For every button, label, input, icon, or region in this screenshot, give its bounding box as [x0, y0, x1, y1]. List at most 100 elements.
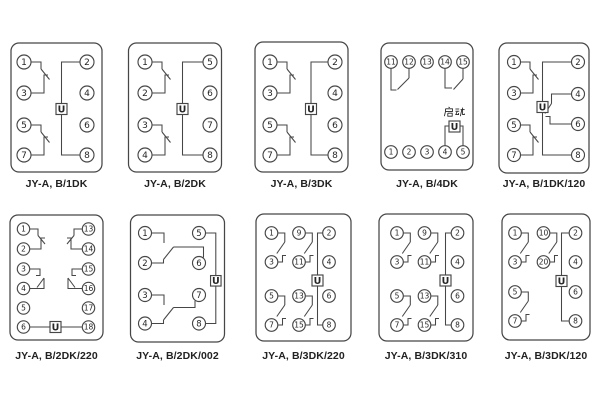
terminal-number: 4 — [142, 320, 147, 330]
wire — [550, 93, 572, 104]
wire — [444, 232, 452, 275]
coil-label: U — [558, 276, 566, 287]
wire — [430, 295, 439, 305]
terminal-circle — [137, 287, 153, 303]
terminal-number: 17 — [84, 304, 94, 313]
wire — [60, 114, 80, 156]
terminal-circle — [262, 147, 278, 163]
terminal-circle — [506, 147, 522, 163]
wire — [541, 61, 572, 102]
wire — [277, 232, 286, 242]
coil-box — [176, 102, 189, 116]
terminal-circle — [327, 147, 343, 163]
terminal-number: 11 — [420, 258, 430, 267]
terminal-number: 4 — [573, 258, 578, 267]
terminal-number: 1 — [269, 229, 274, 238]
terminal-circle — [417, 289, 432, 303]
terminal-circle — [202, 54, 218, 70]
terminal-number: 5 — [21, 121, 27, 131]
coil-label: U — [179, 104, 187, 115]
wire — [521, 291, 529, 301]
terminal-circle — [137, 147, 153, 163]
terminal-circle — [438, 55, 452, 69]
terminal-circle — [456, 145, 470, 159]
terminal-circle — [137, 85, 153, 101]
wire — [277, 124, 288, 132]
wire — [152, 136, 169, 156]
terminal-number: 13 — [420, 292, 430, 301]
wire — [151, 294, 165, 305]
wire — [397, 77, 410, 90]
terminal-circle — [450, 226, 465, 240]
wire — [31, 74, 48, 94]
terminal-number: 7 — [207, 121, 213, 131]
wire — [277, 254, 286, 263]
coil-box — [49, 320, 62, 334]
terminal-number: 2 — [575, 58, 580, 68]
terminal-circle — [568, 255, 583, 269]
terminal-number: 3 — [395, 258, 400, 267]
terminal-circle — [384, 145, 398, 159]
terminal-circle — [508, 226, 522, 240]
terminal-number: 13 — [294, 292, 304, 301]
terminal-number: 2 — [142, 89, 148, 99]
terminal-number: 5 — [207, 58, 213, 68]
wire — [430, 317, 439, 326]
wire — [71, 268, 83, 277]
wire — [161, 68, 171, 80]
terminal-circle — [81, 242, 96, 256]
terminal-circle — [264, 255, 279, 269]
wire — [305, 254, 314, 263]
wire — [303, 241, 313, 254]
panel-border — [378, 213, 474, 342]
terminal-circle — [16, 301, 31, 315]
terminal-number: 6 — [332, 121, 338, 131]
terminal-number: 8 — [573, 317, 578, 326]
terminal-number: 2 — [455, 229, 460, 238]
terminal-circle — [506, 85, 522, 101]
terminal-circle — [322, 226, 336, 240]
wire — [520, 124, 531, 132]
terminal-number: 14 — [440, 58, 450, 67]
terminal-number: 6 — [84, 121, 90, 131]
wire — [163, 246, 174, 260]
terminal-number: 16 — [84, 284, 94, 293]
wire — [31, 136, 48, 156]
wire — [181, 114, 203, 156]
terminal-number: 1 — [513, 229, 518, 238]
panel-border — [380, 42, 474, 171]
panel-label: JY-A, B/4DK — [396, 178, 458, 190]
coil-label: U — [539, 102, 547, 113]
terminal-number: 4 — [142, 151, 148, 161]
terminal-circle — [570, 54, 586, 70]
terminal-circle — [417, 226, 432, 240]
wire — [31, 124, 42, 132]
terminal-number: 6 — [327, 292, 332, 301]
terminal-number: 13 — [84, 225, 94, 234]
terminal-circle — [322, 318, 336, 332]
terminal-circle — [327, 85, 343, 101]
terminal-circle — [264, 318, 279, 332]
wire — [560, 232, 570, 276]
wire — [29, 268, 41, 277]
wire — [277, 295, 286, 305]
wire — [286, 68, 296, 80]
terminal-circle — [79, 117, 95, 133]
terminal-number: 1 — [511, 58, 516, 68]
panel-border — [129, 214, 226, 343]
coil-label: U — [212, 276, 220, 287]
wire — [548, 241, 558, 254]
terminal-circle — [568, 314, 583, 328]
terminal-circle — [16, 242, 31, 256]
wire — [173, 246, 205, 258]
wire — [401, 241, 411, 254]
wire — [29, 278, 45, 290]
terminal-circle — [292, 226, 306, 240]
terminal-circle — [506, 54, 522, 70]
terminal-circle — [262, 54, 278, 70]
wire — [73, 228, 83, 236]
terminal-circle — [390, 255, 404, 269]
